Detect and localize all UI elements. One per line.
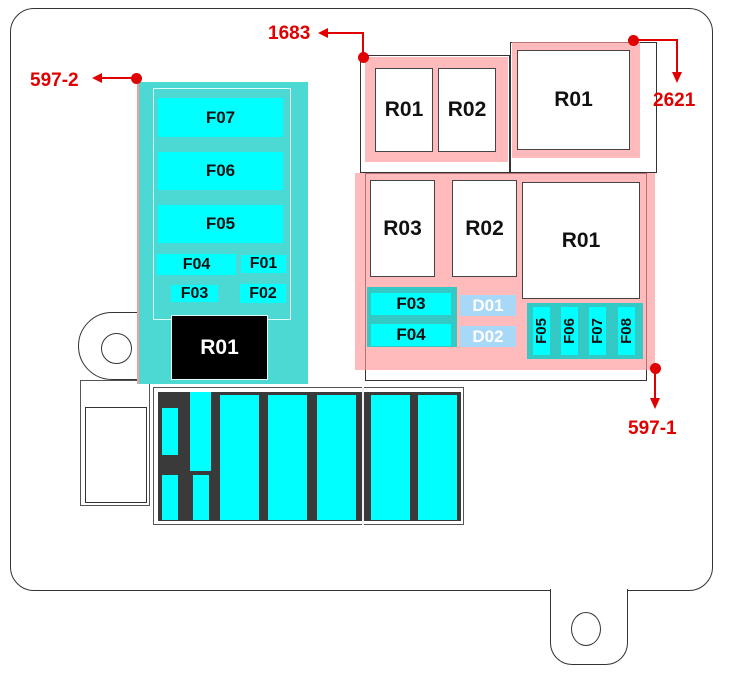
callout-1683: 1683: [268, 23, 311, 44]
connector-terminal: [371, 395, 410, 520]
callout-597-2-line: [100, 77, 136, 79]
callout-597-2: 597-2: [30, 70, 79, 91]
callout-597-1-line: [654, 368, 656, 401]
side-bracket-inner: [85, 407, 147, 503]
diode-d01[interactable]: D01: [460, 295, 516, 316]
connector-terminal: [162, 408, 178, 455]
block-1683-frame: [360, 55, 510, 173]
callout-2621-line: [633, 39, 678, 41]
callout-1683-line: [326, 32, 364, 34]
fuse-f08-597-1[interactable]: F08: [618, 307, 635, 355]
callout-597-2-dot: [131, 73, 142, 84]
connector-terminal: [162, 475, 178, 520]
fuse-f07[interactable]: F07: [158, 98, 283, 137]
housing-outline: [10, 8, 713, 591]
connector-terminal: [193, 475, 209, 520]
relay-r01-2621[interactable]: R01: [517, 50, 630, 150]
fuse-f07-597-1[interactable]: F07: [589, 307, 606, 355]
fuse-f05[interactable]: F05: [158, 205, 283, 243]
fuse-f04[interactable]: F04: [157, 254, 236, 275]
mount-hole-left: [101, 333, 132, 364]
relay-r01-597-2[interactable]: R01: [171, 315, 268, 380]
connector-terminal: [418, 395, 457, 520]
relay-r02-1683[interactable]: R02: [438, 68, 496, 152]
connector-terminal: [268, 395, 307, 520]
fuse-f08-label: F08: [618, 318, 635, 344]
relay-r01-597-1[interactable]: R01: [522, 182, 640, 299]
side-bracket: [80, 380, 150, 506]
fuse-f05-597-1[interactable]: F05: [533, 307, 550, 355]
connector-terminal: [220, 395, 259, 520]
callout-2621: 2621: [653, 90, 696, 111]
relay-r03-597-1[interactable]: R03: [370, 180, 435, 277]
mount-tab-bottom: [550, 589, 628, 665]
relay-r01-1683[interactable]: R01: [375, 68, 433, 152]
fuse-f03[interactable]: F03: [171, 285, 218, 302]
arrow-down-icon: [650, 398, 660, 409]
arrow-down-icon: [672, 72, 682, 83]
callout-597-1: 597-1: [628, 418, 677, 439]
fuse-f03-597-1[interactable]: F03: [371, 293, 451, 315]
fuse-f06-label: F06: [561, 318, 578, 344]
diode-d02[interactable]: D02: [460, 326, 516, 347]
fuse-f07-label: F07: [589, 318, 606, 344]
fuse-f06[interactable]: F06: [158, 152, 283, 190]
fuse-f04-597-1[interactable]: F04: [371, 324, 451, 346]
fuse-f02[interactable]: F02: [240, 284, 286, 303]
connector-housing: [153, 387, 464, 525]
fuse-f05-label: F05: [533, 318, 550, 344]
relay-r02-597-1[interactable]: R02: [452, 180, 517, 277]
fuse-f01[interactable]: F01: [241, 255, 286, 273]
fuse-f06-597-1[interactable]: F06: [561, 307, 578, 355]
arrow-left-icon: [92, 73, 102, 83]
arrow-left-icon: [318, 28, 328, 38]
connector-divider: [362, 387, 364, 525]
connector-terminal: [317, 395, 356, 520]
mount-hole-bottom: [571, 612, 601, 646]
callout-1683-dot: [358, 52, 369, 63]
callout-1683-line: [362, 32, 364, 57]
connector-terminal: [190, 392, 211, 471]
callout-2621-line: [676, 39, 678, 74]
